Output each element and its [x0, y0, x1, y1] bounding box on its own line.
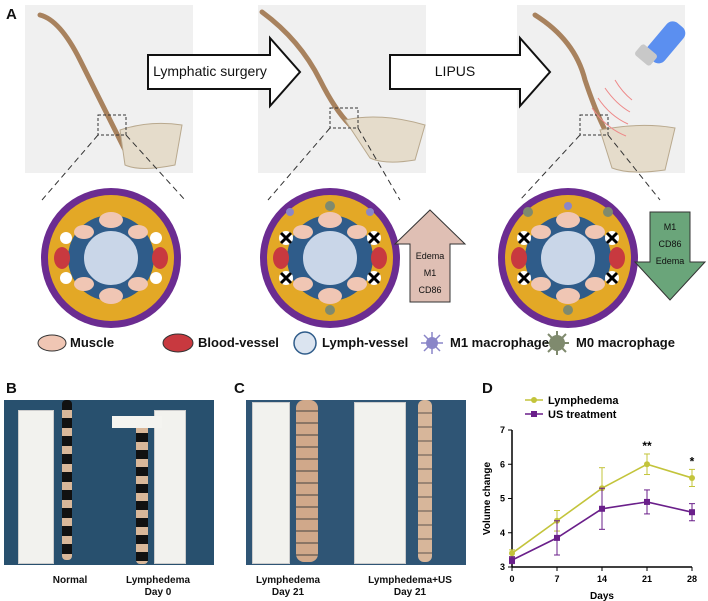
- legend-lymph-vessel-label: Lymph-vessel: [322, 335, 409, 350]
- x-tick-label: 0: [509, 574, 514, 584]
- panel-c-caption-left-line2: Day 21: [271, 587, 305, 598]
- panel-c-caption-lymphedema-us: Lymphedema+US Day 21: [362, 575, 458, 599]
- arrow-lymphatic-surgery-label: Lymphatic surgery: [153, 63, 267, 79]
- panel-c-photo: [246, 400, 466, 565]
- legend-blood-vessel-label: Blood-vessel: [198, 335, 279, 350]
- panel-b-caption-lymphedema: Lymphedema Day 0: [118, 575, 198, 599]
- legend-marker: [531, 411, 537, 417]
- mouse-body-1: [119, 122, 183, 169]
- panel-c-caption-lymphedema: Lymphedema Day 21: [248, 575, 328, 599]
- up-arrow-labels: Edema M1 CD86: [412, 248, 448, 299]
- arrow-lymphatic-surgery: [147, 35, 302, 109]
- cross-section-surgery: [260, 188, 400, 328]
- panel-label-d: D: [482, 380, 493, 397]
- legend-m1-label: M1 macrophage: [450, 335, 549, 350]
- legend-muscle-label: Muscle: [70, 335, 115, 350]
- x-tick-label: 21: [642, 574, 652, 584]
- mouse-body-3: [599, 124, 676, 173]
- panel-b-caption-lymphedema-line1: Lymphedema: [125, 575, 191, 586]
- down-arrow-indicator: [633, 211, 707, 301]
- x-tick-label: 14: [597, 574, 607, 584]
- cross-section-normal: [41, 188, 181, 328]
- arrow-lipus: [389, 35, 552, 109]
- cross-section-lipus: [498, 188, 638, 328]
- panel-b-caption-lymphedema-line2: Day 0: [144, 587, 172, 598]
- panel-b-photo: [4, 400, 214, 565]
- significance-annotation: *: [690, 454, 695, 468]
- legend-marker: [531, 397, 537, 403]
- mouse-tail-1: [37, 12, 128, 153]
- data-point: [644, 461, 650, 468]
- up-arrow-indicator: [393, 209, 467, 303]
- y-tick-label: 4: [500, 528, 505, 538]
- panel-c-caption-right-line1: Lymphedema+US: [368, 575, 452, 586]
- x-axis-label: Days: [590, 591, 614, 601]
- panel-a-figure: [25, 5, 707, 355]
- data-point: [599, 505, 605, 512]
- panel-b-caption-normal: Normal: [52, 575, 88, 586]
- panel-c-caption-right-line2: Day 21: [393, 587, 427, 598]
- panel-c-caption-left-line1: Lymphedema: [255, 575, 321, 586]
- y-tick-label: 7: [500, 425, 505, 435]
- blood-vessel-icon: [162, 333, 194, 353]
- down-arrow-labels: M1 CD86 Edema: [651, 219, 689, 270]
- m0-macrophage-icon: [545, 331, 569, 355]
- x-tick-label: 28: [687, 574, 697, 584]
- down-arrow-label-cd86: CD86: [658, 239, 682, 249]
- up-arrow-label-edema: Edema: [415, 251, 445, 261]
- data-point: [689, 474, 695, 481]
- down-arrow-label-edema: Edema: [655, 256, 685, 266]
- legend-label: Lymphedema: [548, 395, 619, 407]
- panel-label-a: A: [6, 6, 17, 23]
- significance-annotation: **: [642, 439, 652, 453]
- y-axis-label: Volume change: [482, 461, 493, 535]
- mouse-body-2: [344, 116, 426, 163]
- y-tick-label: 5: [500, 494, 505, 504]
- legend-label: US treatment: [548, 409, 617, 421]
- panel-label-c: C: [234, 380, 245, 397]
- y-tick-label: 6: [500, 459, 505, 469]
- muscle-icon: [37, 334, 67, 352]
- up-arrow-label-m1: M1: [423, 268, 437, 278]
- legend-m0-label: M0 macrophage: [576, 335, 675, 350]
- mouse-tail-2: [259, 9, 353, 128]
- m1-macrophage-icon: [421, 332, 443, 354]
- data-point: [689, 509, 695, 516]
- ultrasound-probe-icon: [591, 21, 686, 137]
- x-tick-label: 7: [554, 574, 559, 584]
- data-point: [509, 557, 515, 564]
- y-tick-label: 3: [500, 562, 505, 572]
- down-arrow-label-m1: M1: [663, 222, 677, 232]
- arrow-lipus-label: LIPUS: [434, 63, 476, 79]
- lymph-vessel-icon: [293, 331, 317, 355]
- data-point: [509, 550, 515, 557]
- up-arrow-label-cd86: CD86: [418, 285, 442, 295]
- data-point: [554, 534, 560, 541]
- data-point: [644, 498, 650, 505]
- panel-label-b: B: [6, 380, 17, 397]
